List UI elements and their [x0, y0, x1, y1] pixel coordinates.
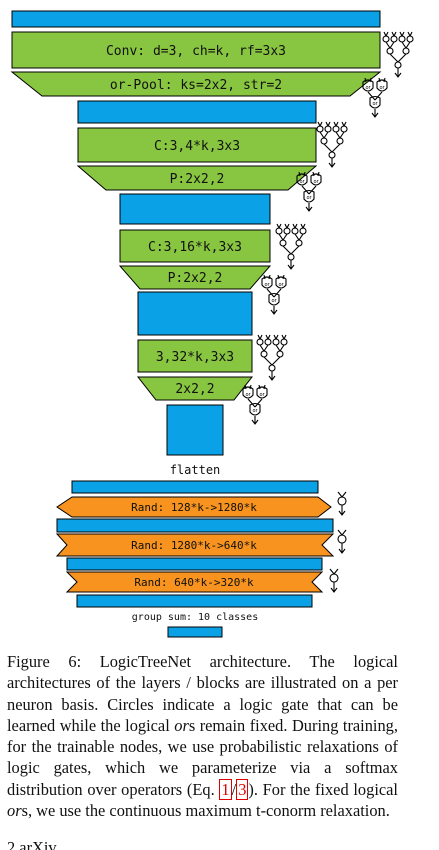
figure-caption: Figure 6: LogicTreeNet architecture. The… — [7, 652, 398, 821]
logic-gate-icon-2 — [337, 529, 347, 554]
feature-bar-2 — [119, 193, 271, 225]
logic-tree-icon-4 — [256, 334, 288, 381]
or-pool-icon-3 — [261, 274, 287, 315]
feature-bar-1 — [77, 100, 317, 124]
footer-text: 2 arXiv . . . . — [7, 838, 90, 850]
architecture-diagram: or or or Conv: d=3, ch=k, rf=3x3 or-Pool… — [10, 10, 414, 638]
pool-block-2: P:2x2,2 — [76, 165, 318, 191]
conv-block-2: C:3,4*k,3x3 — [77, 127, 317, 163]
logic-gate-icon-1 — [337, 491, 347, 516]
rand-bar-1 — [56, 518, 334, 533]
pool-block-1-label: or-Pool: ks=2x2, str=2 — [110, 78, 282, 93]
conv-block-4: 3,32*k,3x3 — [137, 339, 253, 373]
conv-block-3: C:3,16*k,3x3 — [119, 229, 271, 263]
pool-block-3-label: P:2x2,2 — [168, 271, 223, 286]
logic-gate-icon-3 — [329, 568, 339, 593]
conv-block-4-label: 3,32*k,3x3 — [156, 350, 234, 365]
logic-tree-icon-3 — [275, 223, 307, 270]
output-bar — [167, 626, 223, 638]
pool-block-3: P:2x2,2 — [118, 265, 272, 290]
rand-block-3-label: Rand: 640*k->320*k — [134, 576, 254, 589]
or-pool-icon-4 — [242, 384, 268, 425]
pool-block-4: 2x2,2 — [136, 376, 254, 401]
or-pool-icon-1 — [362, 77, 388, 118]
logic-tree-icon-1 — [382, 31, 414, 78]
equation-reference-3[interactable]: 3 — [236, 778, 249, 800]
input-bar — [11, 10, 381, 28]
flatten-label: flatten — [170, 463, 221, 477]
rand-block-2-label: Rand: 1280*k->640*k — [131, 539, 257, 552]
logic-tree-icon-2 — [316, 121, 348, 168]
pool-block-2-label: P:2x2,2 — [170, 172, 225, 187]
rand-block-1-label: Rand: 128*k->1280*k — [131, 501, 257, 514]
feature-bar-4 — [166, 404, 224, 456]
rand-bar-3 — [76, 594, 313, 608]
conv-block-3-label: C:3,16*k,3x3 — [148, 240, 242, 255]
conv-block-1-label: Conv: d=3, ch=k, rf=3x3 — [106, 44, 286, 59]
rand-bar-0 — [71, 480, 319, 494]
pool-block-1: or-Pool: ks=2x2, str=2 — [10, 71, 382, 97]
rand-bar-2 — [66, 557, 323, 571]
equation-reference-1[interactable]: 1 — [219, 778, 232, 800]
conv-block-2-label: C:3,4*k,3x3 — [154, 139, 240, 154]
group-sum-label: group sum: 10 classes — [132, 612, 258, 623]
feature-bar-3 — [137, 291, 253, 336]
conv-block-1: Conv: d=3, ch=k, rf=3x3 — [11, 31, 381, 69]
pool-block-4-label: 2x2,2 — [175, 382, 214, 397]
rand-block-2: Rand: 1280*k->640*k — [55, 533, 335, 557]
rand-block-1: Rand: 128*k->1280*k — [56, 496, 332, 518]
rand-block-3: Rand: 640*k->320*k — [65, 571, 324, 593]
